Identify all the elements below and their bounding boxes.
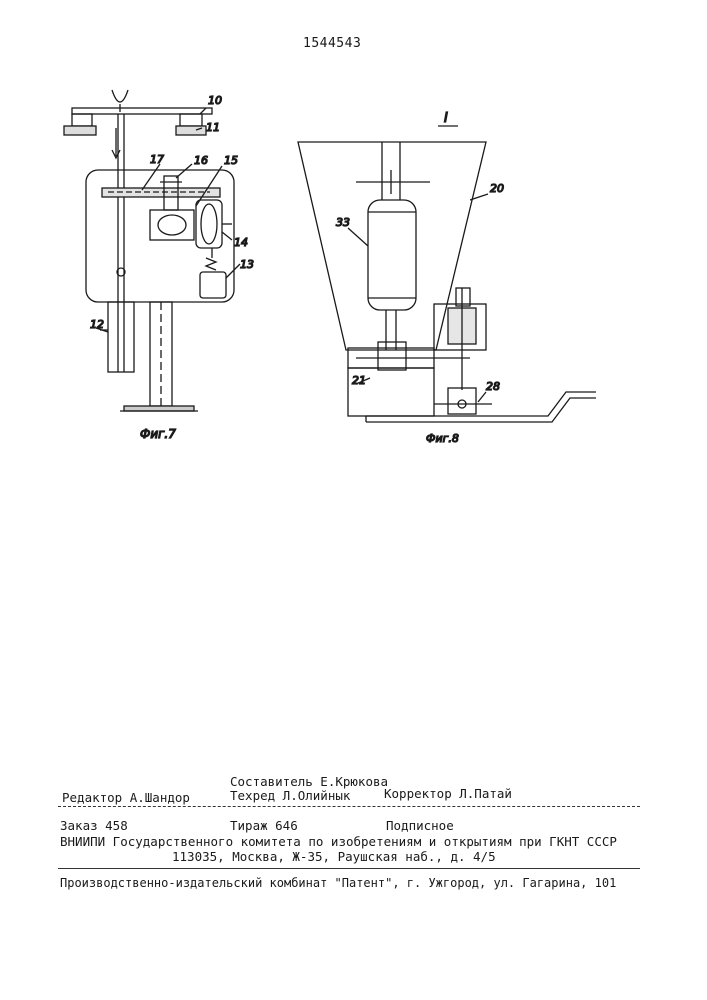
imprint-corrector: Корректор Л.Патай — [384, 786, 512, 801]
fig8-label-28: 28 — [486, 380, 500, 393]
imprint-institution: ВНИИПИ Государственного комитета по изоб… — [60, 834, 617, 849]
fig7-drawing — [64, 90, 240, 411]
imprint-order: Заказ 458 — [60, 818, 128, 833]
fig7-label-11: 11 — [206, 121, 220, 134]
fig7-label-12: 12 — [90, 318, 104, 331]
imprint-editor: Редактор А.Шандор — [62, 790, 190, 805]
fig7-label-15: 15 — [224, 154, 238, 167]
fig7-label-13: 13 — [240, 258, 254, 271]
fig8-detail-mark: I — [444, 111, 448, 126]
imprint-subscription: Подписное — [386, 818, 454, 833]
divider-bottom — [58, 868, 640, 869]
drawing-sheet: 10 11 17 16 15 14 13 12 Фиг.7 — [0, 0, 707, 460]
fig8-label-20: 20 — [490, 182, 504, 195]
fig7-label-10: 10 — [208, 94, 222, 107]
imprint-publisher: Производственно-издательский комбинат "П… — [60, 876, 616, 890]
fig7-label-17: 17 — [150, 153, 164, 166]
divider-top — [58, 806, 640, 807]
imprint-circulation: Тираж 646 — [230, 818, 298, 833]
fig7-label-16: 16 — [194, 154, 208, 167]
fig7-caption: Фиг.7 — [140, 427, 176, 441]
fig8-caption: Фиг.8 — [426, 432, 459, 445]
fig7-label-14: 14 — [234, 236, 248, 249]
imprint-compiler: Составитель Е.Крюкова — [230, 774, 388, 789]
fig8-label-33: 33 — [336, 216, 350, 229]
imprint-address: 113035, Москва, Ж-35, Раушская наб., д. … — [172, 849, 496, 864]
imprint-techred: Техред Л.Олийнык — [230, 788, 350, 803]
fig8-label-21: 21 — [352, 374, 366, 387]
fig8-drawing — [298, 126, 596, 422]
